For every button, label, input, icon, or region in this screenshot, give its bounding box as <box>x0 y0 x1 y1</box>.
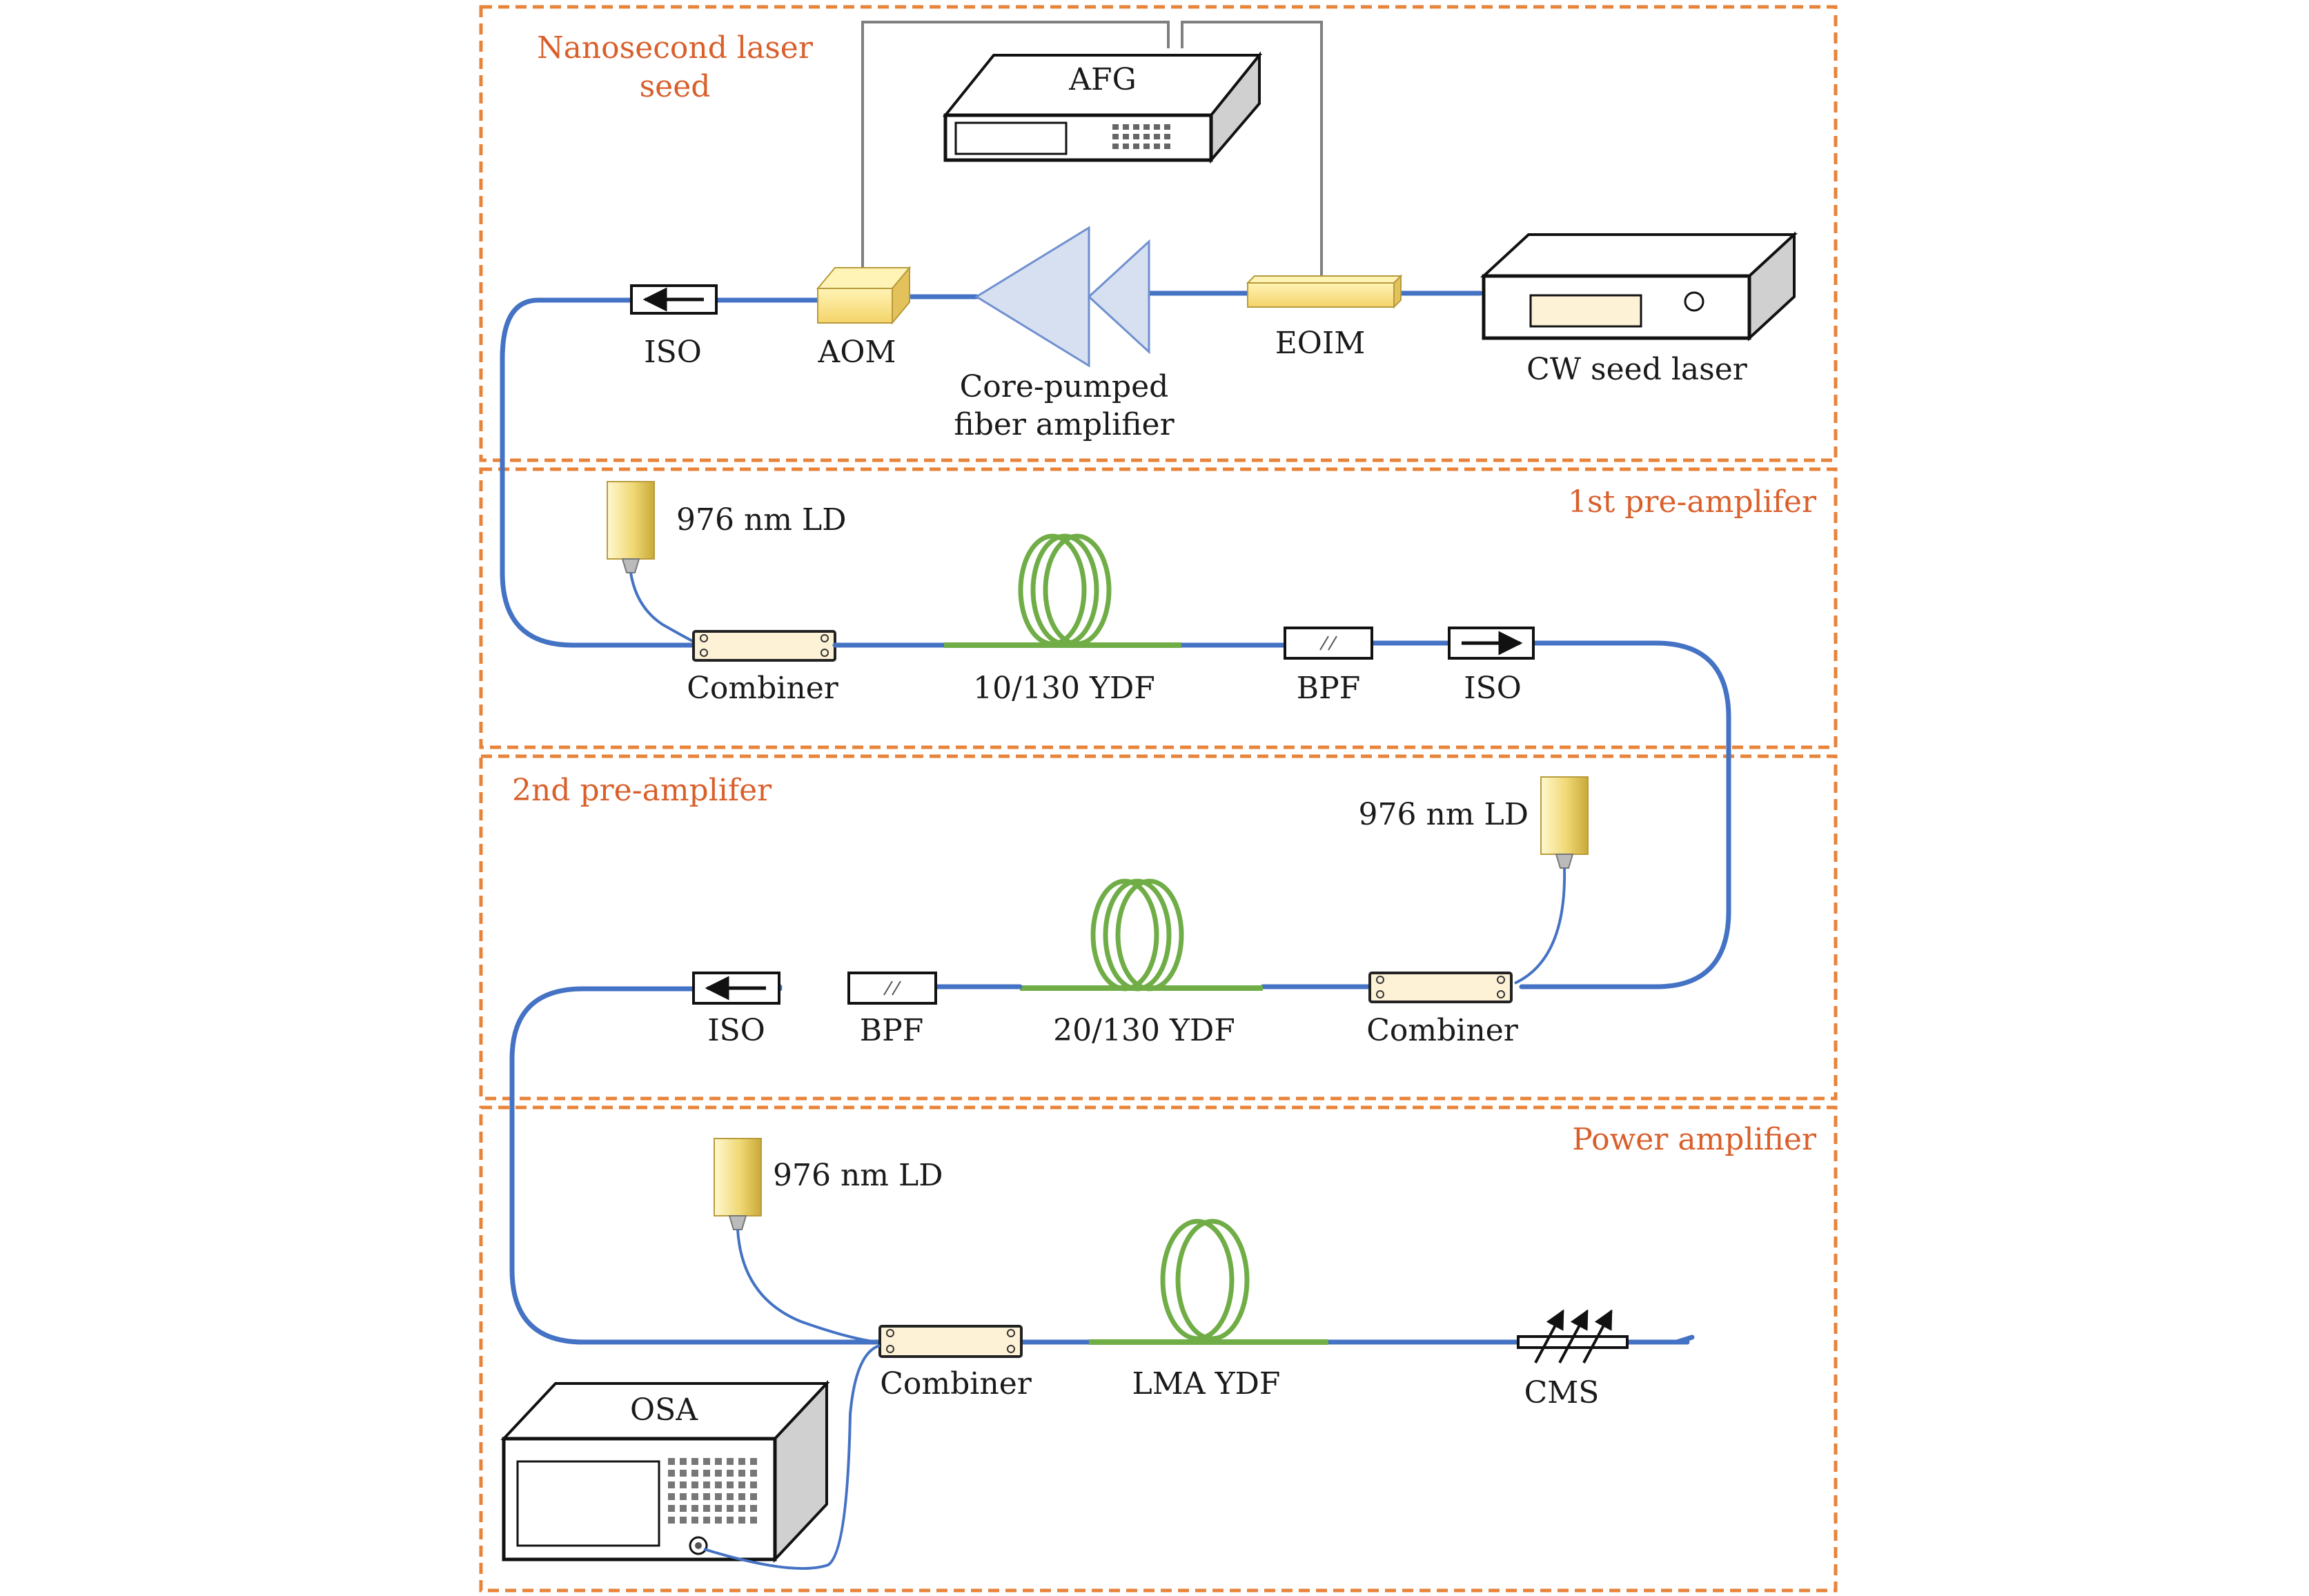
core-amp-label-2: fiber amplifier <box>954 407 1175 442</box>
afg-wire-eoim <box>1181 21 1323 283</box>
ydf-pre2 <box>1020 878 1263 992</box>
section-pre2-label: 2nd pre-amplifer <box>512 773 772 808</box>
bpf-pre2-label: BPF <box>860 1013 923 1048</box>
pump-fiber-pre1 <box>629 572 701 647</box>
combiner-pre2 <box>1368 972 1513 1003</box>
osa-monitor-fiber <box>703 1344 881 1570</box>
core-amp-label-1: Core-pumped <box>960 369 1169 404</box>
ydf-pre1-label: 10/130 YDF <box>973 671 1155 706</box>
iso-seed-label: ISO <box>644 335 702 370</box>
pump-fiber-power <box>736 1229 878 1343</box>
bpf-pre1 <box>1284 627 1373 660</box>
eoim-modulator <box>1246 274 1403 309</box>
cms-stripper <box>1517 1309 1629 1363</box>
fiber-seed-segment <box>714 294 979 303</box>
ld-pre1 <box>607 481 655 573</box>
aom-label: AOM <box>818 335 896 370</box>
iso-seed <box>630 284 718 315</box>
cw-seed-label: CW seed laser <box>1526 352 1748 387</box>
eoim-label: EOIM <box>1275 326 1366 361</box>
combiner-pre1-label: Combiner <box>687 671 838 706</box>
stage-pre2-box <box>479 754 1838 1101</box>
afg-label: AFG <box>1068 62 1136 97</box>
combiner-pre1 <box>692 630 836 662</box>
iso-pre2 <box>692 972 780 1005</box>
afg-wire-aom <box>861 21 1170 269</box>
bpf-pre1-label: BPF <box>1297 671 1360 706</box>
osa-instrument <box>500 1379 830 1564</box>
stage-pre1-box <box>479 467 1838 749</box>
ld-power-label: 976 nm LD <box>773 1158 943 1193</box>
stage-power-box <box>479 1105 1838 1593</box>
ld-power <box>714 1138 762 1230</box>
aom-modulator <box>816 266 912 325</box>
fiber-output-tip <box>1674 1334 1695 1345</box>
stage-seed-box <box>479 5 1838 462</box>
osa-label: OSA <box>630 1392 698 1428</box>
combiner-pre2-label: Combiner <box>1366 1013 1518 1048</box>
ld-pre2-label: 976 nm LD <box>1358 797 1529 832</box>
iso-pre2-label: ISO <box>707 1013 765 1048</box>
ydf-pre2-label: 20/130 YDF <box>1053 1013 1235 1048</box>
bpf-pre2 <box>847 972 937 1005</box>
iso-pre1 <box>1448 627 1535 660</box>
combiner-power <box>878 1325 1023 1358</box>
ld-pre1-label: 976 nm LD <box>676 502 847 538</box>
afg-instrument <box>942 51 1263 164</box>
pump-fiber-pre2 <box>1514 867 1566 985</box>
iso-pre1-label: ISO <box>1464 671 1522 706</box>
ydf-pre1 <box>944 533 1181 648</box>
ydf-power <box>1089 1219 1328 1345</box>
cms-label: CMS <box>1524 1375 1600 1410</box>
combiner-power-label: Combiner <box>880 1366 1032 1401</box>
ld-pre2 <box>1540 776 1589 869</box>
core-pumped-amplifier <box>974 226 1150 368</box>
section-power-label: Power amplifier <box>1572 1122 1817 1157</box>
section-pre1-label: 1st pre-amplifer <box>1568 484 1817 520</box>
cw-seed-laser <box>1480 231 1798 342</box>
ydf-power-label: LMA YDF <box>1132 1366 1281 1401</box>
